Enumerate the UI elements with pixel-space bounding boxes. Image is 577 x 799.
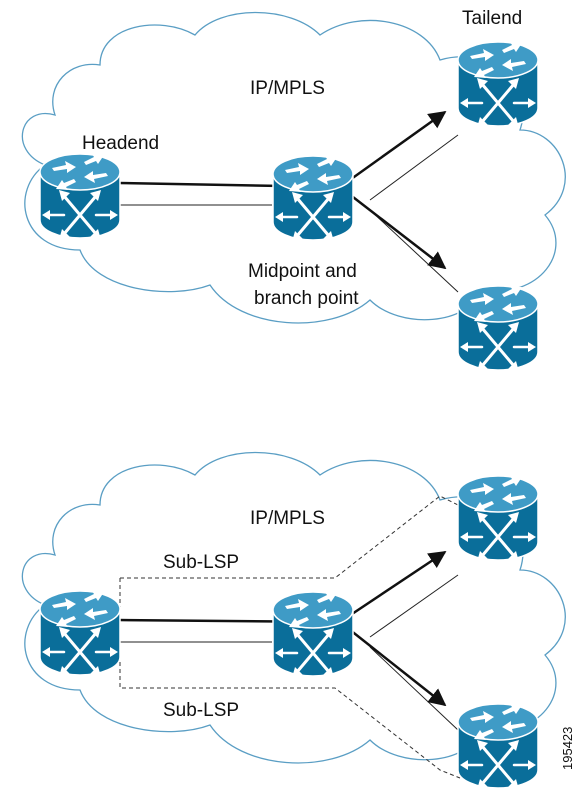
router-icon: [38, 152, 122, 242]
router-icon: [456, 284, 540, 374]
headend-label: Headend: [82, 133, 159, 154]
bottom-link-upper-thin: [369, 574, 459, 638]
bottom-diagram: IP/MPLS Sub-LSP Sub-LSP: [21, 451, 566, 792]
top-diagram: IP/MPLS Headend Tailend Midpoint and bra…: [21, 8, 566, 374]
top-link-midpoint-tailend-thin: [369, 134, 459, 201]
bottom-network-label: IP/MPLS: [250, 508, 325, 529]
router-icon: [456, 702, 540, 792]
figure-id: 195423: [560, 727, 575, 770]
top-link-midpoint-lower-thin: [369, 209, 459, 293]
sublsp-lower-label: Sub-LSP: [163, 700, 239, 721]
top-cloud: [21, 11, 566, 324]
router-icon: [271, 154, 355, 244]
top-lsp-arrow-lower: [339, 186, 447, 270]
sublsp-upper-outline: [120, 495, 461, 579]
midpoint-label-line1: Midpoint and: [248, 261, 357, 282]
bottom-link-lower-thin: [369, 646, 459, 731]
bottom-lsp-arrow-upper: [339, 550, 447, 624]
router-icon: [456, 474, 540, 564]
top-lsp-arrow-tailend: [339, 110, 447, 189]
router-icon: [456, 40, 540, 130]
router-icon: [271, 590, 355, 680]
sublsp-upper-label: Sub-LSP: [163, 552, 239, 573]
midpoint-label-line2: branch point: [254, 288, 359, 309]
tailend-label: Tailend: [462, 8, 522, 29]
top-network-label: IP/MPLS: [250, 78, 325, 99]
router-icon: [38, 589, 122, 679]
bottom-cloud: [21, 451, 566, 764]
bottom-lsp-arrow-lower: [339, 621, 447, 707]
